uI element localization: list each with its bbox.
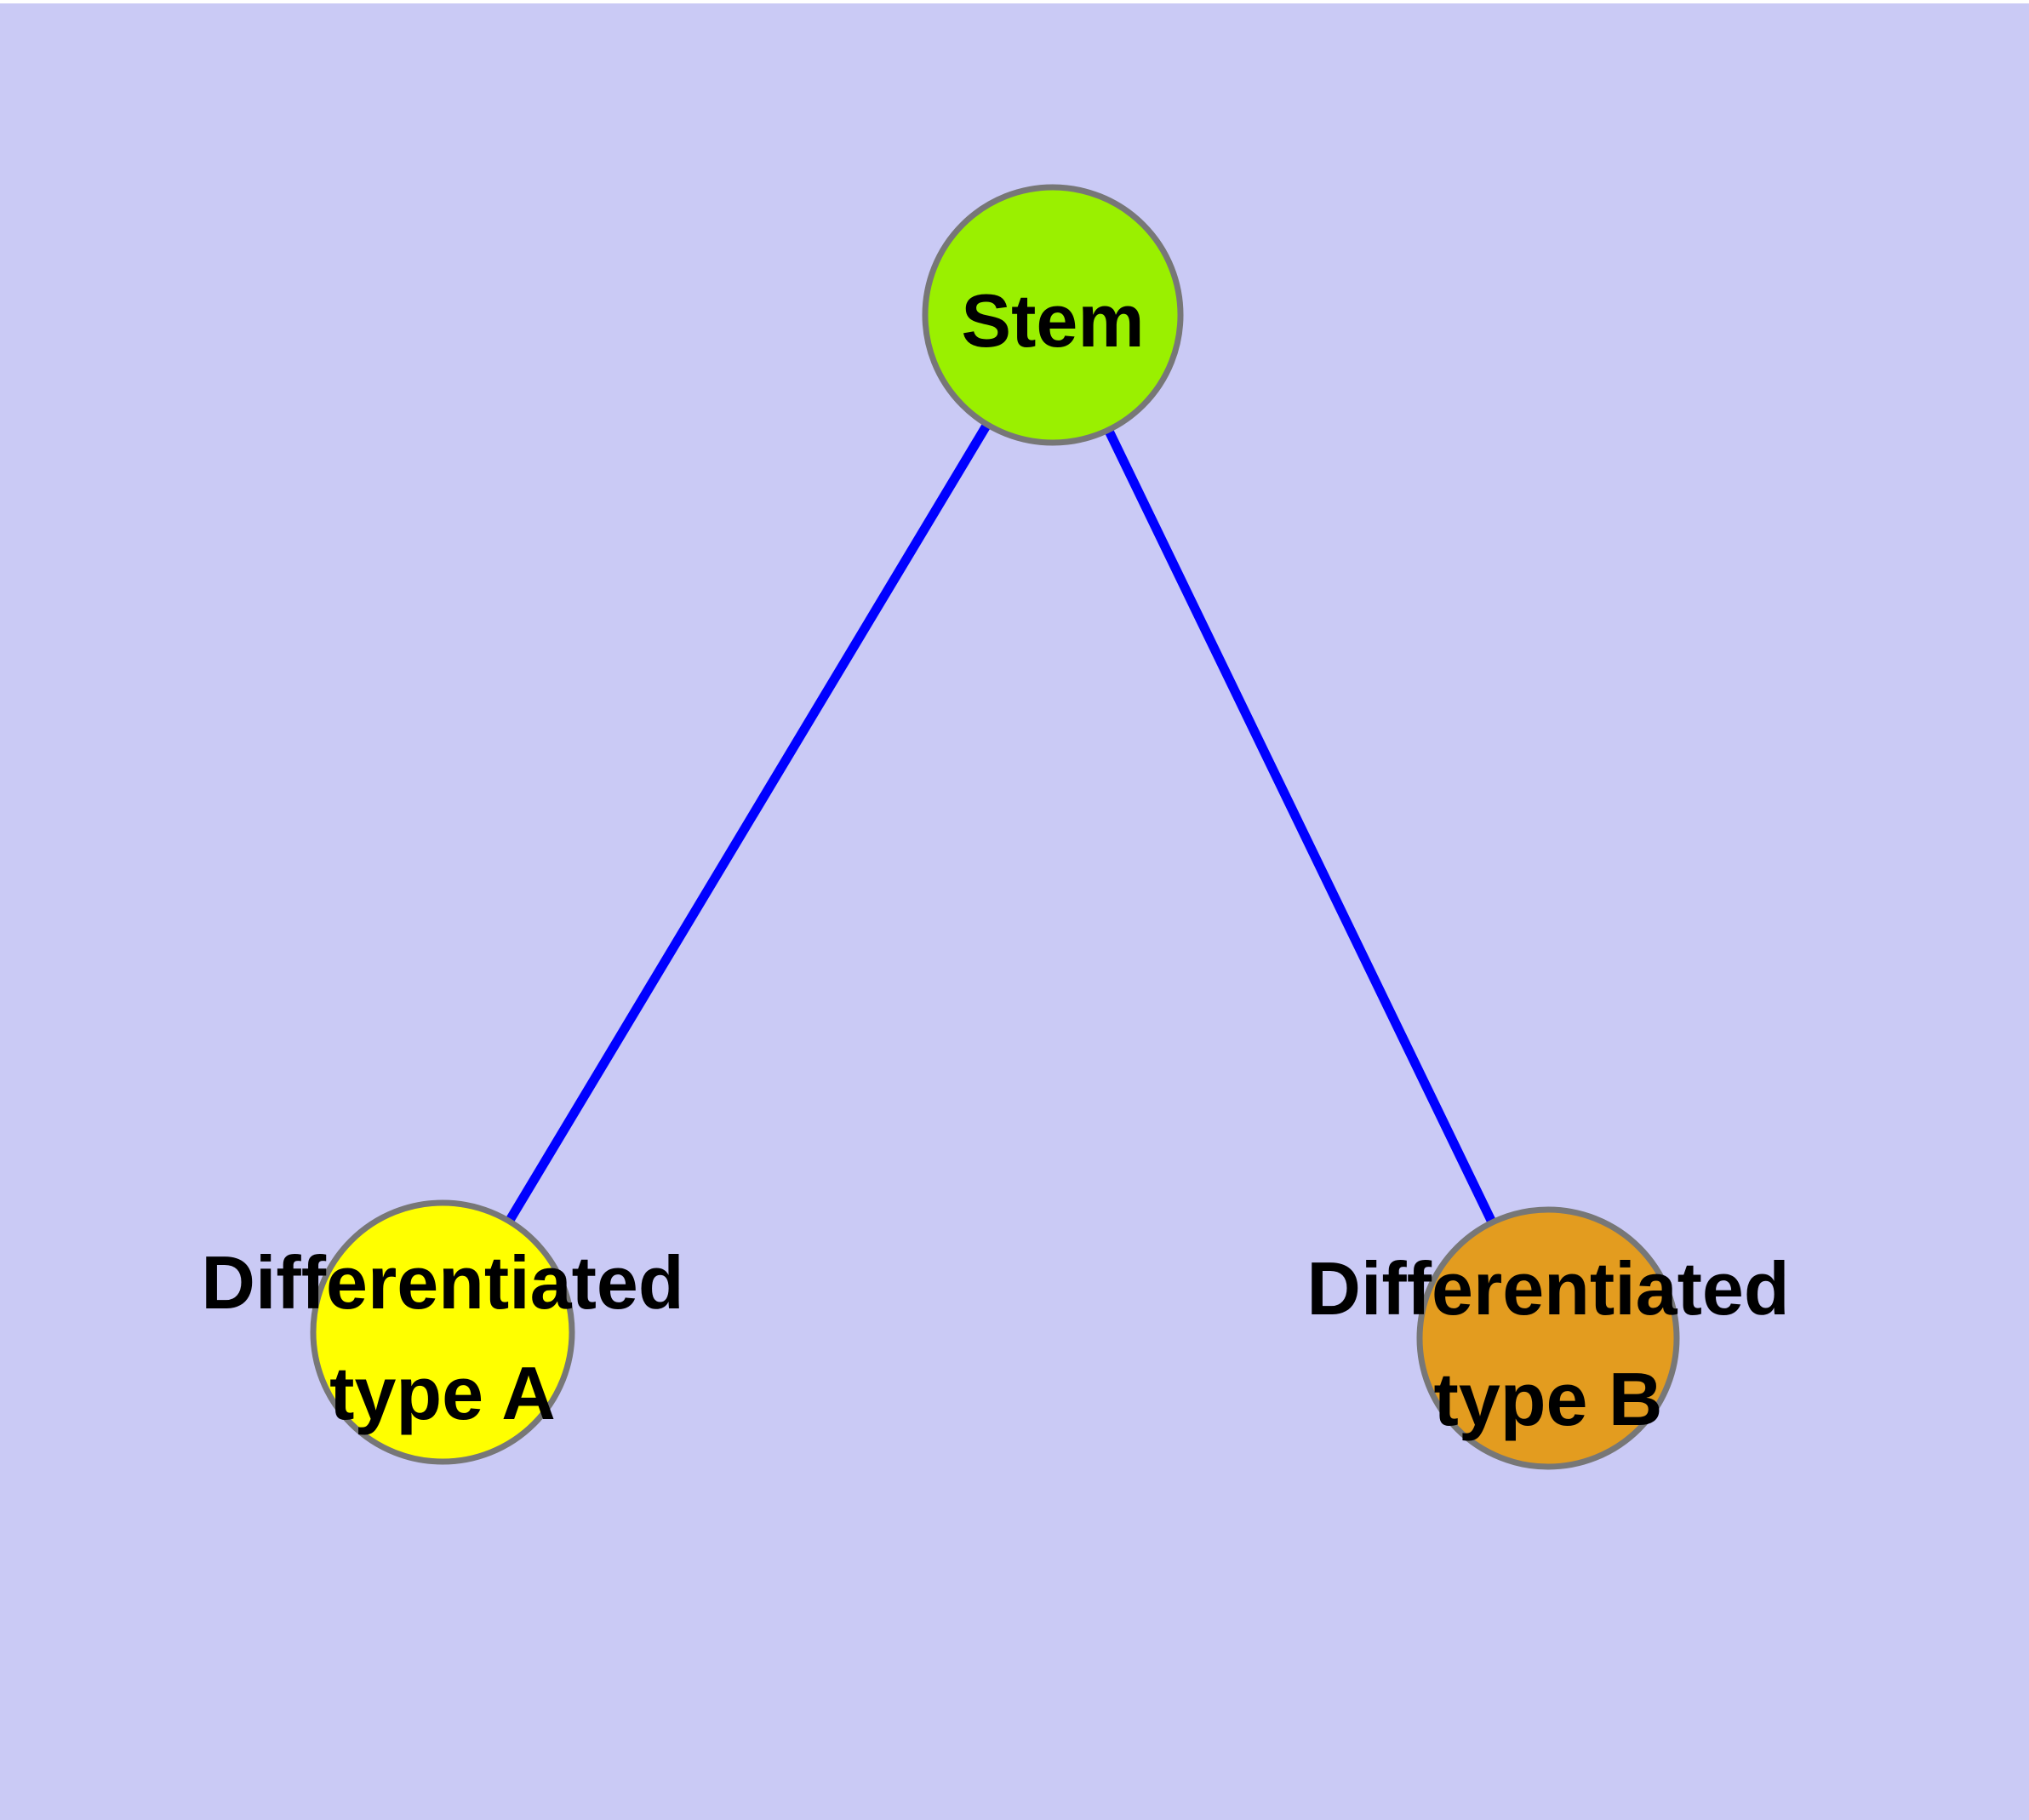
node-label-line: type B xyxy=(1434,1357,1663,1441)
node-type-b-label: Differentiated type B xyxy=(1306,1246,1789,1441)
top-border-strip xyxy=(0,0,2029,3)
node-label-line: Differentiated xyxy=(1306,1246,1789,1331)
node-stem-circle xyxy=(922,184,1184,446)
node-type-a-circle xyxy=(310,1199,575,1465)
edge-stem-type-a xyxy=(438,312,1057,1335)
node-type-a-label: Differentiated type A xyxy=(201,1240,683,1435)
node-label-line: type A xyxy=(329,1351,556,1435)
node-label-line: Differentiated xyxy=(201,1240,683,1325)
edge-stem-type-b xyxy=(1049,312,1552,1341)
node-label-line: Stem xyxy=(961,278,1144,363)
node-type-b-circle xyxy=(1416,1206,1680,1470)
node-stem-label: Stem xyxy=(961,278,1144,363)
